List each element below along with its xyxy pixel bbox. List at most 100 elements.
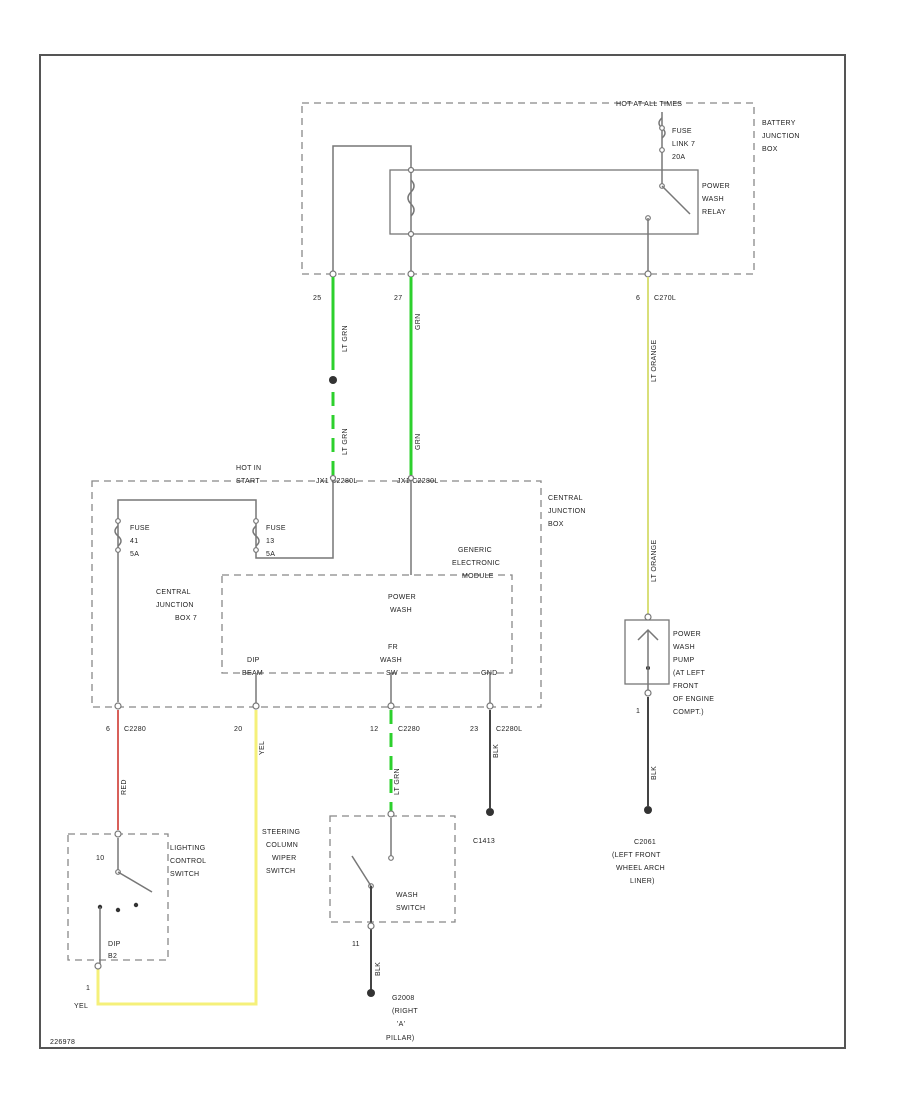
pump-label-7: COMPT.) [673,709,704,716]
wire-label-lt-grn-1: LT GRN [342,325,349,352]
steering-switch-label-4: SWITCH [266,868,295,875]
fr-wash-label-2: WASH [380,657,402,664]
dip-beam-label-1: DIP [247,657,260,664]
lighting-switch-label-3: SWITCH [170,871,199,878]
pump-label-6: OF ENGINE [673,696,714,703]
conn-6-lower-label: C2280 [124,726,146,733]
power-wash-pump [624,619,670,685]
splice-dot [329,376,337,384]
pin-23-lower [486,702,494,710]
connector-b-label: JX1 C2280L [397,478,439,485]
wash-switch-label-2: SWITCH [396,905,425,912]
wire-label-red: RED [121,779,128,795]
ground-c2061-2: (LEFT FRONT [612,852,661,859]
ground-c2061-3: WHEEL ARCH [616,865,665,872]
lighting-switch-dip-1: DIP [108,941,121,948]
battery-box-title-2: JUNCTION [762,133,800,140]
power-wash-relay-box [389,169,699,235]
pump-label-1: POWER [673,631,701,638]
wire-label-yel-bottom: YEL [74,1003,88,1010]
ground-g2008-3: 'A' [397,1021,405,1028]
relay-switch-arm [661,185,691,215]
fuse-41-label-3: 5A [130,551,139,558]
central-box-title-3: BOX [548,521,564,528]
steering-column-wiper-switch [329,815,456,923]
generic-electronic-module [221,574,513,674]
relay-label-3: RELAY [702,209,726,216]
gnd-label: GND [481,670,497,677]
wire-label-lt-grn-3: LT GRN [394,768,401,795]
central-junction-box [91,480,542,708]
pin-20-lower-label: 20 [234,726,242,733]
relay-coil [407,179,415,217]
wire-label-blk-3: BLK [375,962,382,976]
fuse-link-label-2: LINK 7 [672,141,695,148]
wire-label-grn-1: GRN [415,314,422,330]
wire-label-blk-1: BLK [493,744,500,758]
pin-6-lower [114,702,122,710]
pin-6-upper [644,270,652,278]
pin-6-lower-label: 6 [106,726,110,733]
connector-c270l-label: C270L [654,295,676,302]
ground-c2061-4: LINER) [630,878,655,885]
wire-label-lt-grn-2: LT GRN [342,428,349,455]
cjb-label-1: CENTRAL [156,589,191,596]
fuse-link-label-3: 20A [672,154,685,161]
power-wash-label-1: POWER [388,594,416,601]
lighting-switch-top: 10 [96,855,104,862]
fuse-13-symbol [252,525,260,547]
battery-box-title-3: BOX [762,146,778,153]
lighting-switch-label-1: LIGHTING [170,845,205,852]
cjb-label-2: JUNCTION [156,602,194,609]
lighting-switch-dip-2: B2 [108,953,117,960]
ground-g2008 [367,989,375,997]
ground-g2008-4: PILLAR) [386,1035,415,1042]
wire-label-yel-vert: YEL [259,741,266,755]
pump-label-4: (AT LEFT [673,670,706,677]
gem-label-2: ELECTRONIC [452,560,500,567]
ground-c1413 [486,808,494,816]
wire-label-blk-2: BLK [651,766,658,780]
pin-20-lower [252,702,260,710]
pin-23-lower-label: 23 [470,726,478,733]
diagram-frame [39,54,846,1049]
gem-label-3: MODULE [462,573,494,580]
fuse-13-label-3: 5A [266,551,275,558]
fuse-13-label-1: FUSE [266,525,286,532]
ground-g2008-2: (RIGHT [392,1008,418,1015]
fuse-41-label-2: 41 [130,538,138,545]
steering-switch-label-1: STEERING [262,829,300,836]
pump-pin: 1 [636,708,640,715]
fuse-41-symbol [114,525,122,547]
wire-label-grn-2: GRN [415,434,422,450]
relay-label-1: POWER [702,183,730,190]
sw-label: SW [386,670,398,677]
ground-g2008-1: G2008 [392,995,415,1002]
conn-12-lower-label: C2280 [398,726,420,733]
ground-c2061 [644,806,652,814]
relay-label-2: WASH [702,196,724,203]
fuse-13-label-2: 13 [266,538,274,545]
pin-27-label: 27 [394,295,402,302]
ground-c1413-label: C1413 [473,838,495,845]
pin-6-label: 6 [636,295,640,302]
central-box-title-1: CENTRAL [548,495,583,502]
battery-box-title-1: BATTERY [762,120,796,127]
lighting-switch-pin: 1 [86,985,90,992]
pump-label-3: PUMP [673,657,694,664]
steering-switch-label-3: WIPER [272,855,296,862]
wire-label-lt-orange-1: LT ORANGE [651,339,658,382]
fr-wash-label-1: FR [388,644,398,651]
wire-yel [96,710,258,1006]
wash-switch-arm [351,855,372,887]
lighting-switch-arm [117,871,153,893]
pump-label-2: WASH [673,644,695,651]
pin-27-upper [407,270,415,278]
hot-in-start-1: HOT IN [236,465,261,472]
ground-c2061-1: C2061 [634,839,656,846]
steering-switch-pin: 11 [352,941,360,948]
wash-switch-label-1: WASH [396,892,418,899]
pin-25-upper [329,270,337,278]
pin-25-label: 25 [313,295,321,302]
